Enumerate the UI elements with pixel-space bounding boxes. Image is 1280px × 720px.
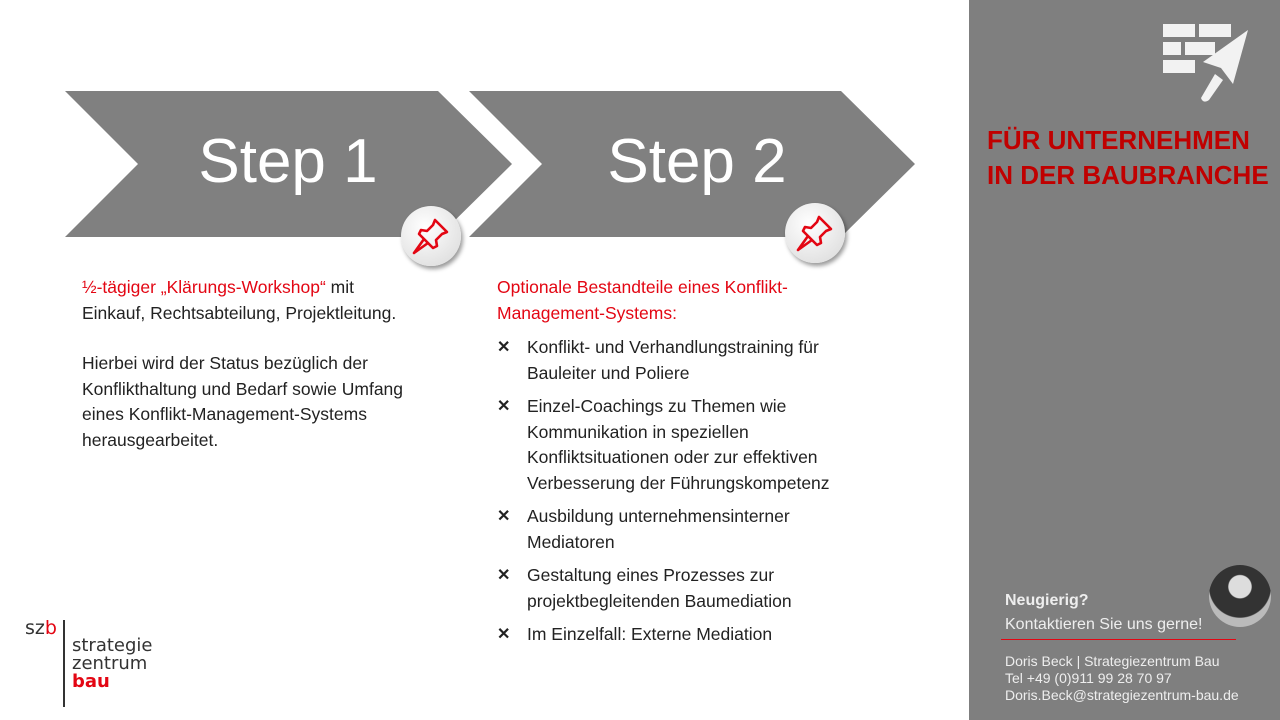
list-item: ✕Im Einzelfall: Externe Mediation [497, 622, 857, 648]
contact-email[interactable]: Doris.Beck@strategiezentrum-bau.de [1005, 687, 1239, 703]
cta-title: Neugierig? [1005, 592, 1089, 609]
step-1-text: ½-tägiger „Klärungs-Workshop“ mit Einkau… [82, 275, 422, 453]
step-2-label: Step 2 [607, 127, 787, 196]
logo-line-3: bau [72, 671, 110, 692]
pushpin-icon [401, 206, 461, 266]
list-item: ✕Ausbildung unternehmensinterner Mediato… [497, 506, 790, 552]
step-1-body: Hierbei wird der Status bezüglich der Ko… [82, 353, 404, 450]
tools-bullet-icon: ✕ [497, 508, 511, 525]
step-2-title: Optionale Bestandteile eines Konflikt-Ma… [497, 277, 788, 323]
list-item: ✕Konflikt- und Verhandlungstraining für … [497, 337, 819, 383]
tools-bullet-icon: ✕ [497, 626, 511, 643]
contact-name: Doris Beck | Strategiezentrum Bau [1005, 653, 1220, 669]
cta-text: Kontaktieren Sie uns gerne! [1005, 616, 1203, 633]
contact-info: Doris Beck | Strategiezentrum Bau Tel +4… [1005, 653, 1239, 704]
divider [1001, 639, 1236, 640]
chevron-step-2 [469, 91, 915, 237]
step-1-label: Step 1 [198, 127, 378, 196]
logo-line-1: strategie [72, 635, 153, 656]
tools-bullet-icon: ✕ [497, 339, 511, 356]
tools-bullet-icon: ✕ [497, 567, 511, 584]
logo-short: szb [25, 617, 57, 639]
szb-logo: szb strategie zentrum bau [25, 617, 153, 707]
avatar [1209, 565, 1271, 627]
contact-phone[interactable]: Tel +49 (0)911 99 28 70 97 [1005, 670, 1172, 686]
pushpin-icon [785, 203, 845, 263]
chevron-step-1 [65, 91, 512, 237]
brick-trowel-icon [1163, 24, 1248, 102]
step-2-text: Optionale Bestandteile eines Konflikt-Ma… [497, 275, 857, 656]
logo-line-2: zentrum [72, 653, 148, 674]
step-1-title: ½-tägiger „Klärungs-Workshop“ [82, 277, 326, 297]
process-chevrons [65, 91, 915, 237]
tools-bullet-icon: ✕ [497, 398, 511, 415]
list-item: ✕Gestaltung eines Prozesses zur projektb… [497, 565, 792, 611]
list-item: ✕Einzel-Coachings zu Themen wie Kommunik… [497, 396, 830, 493]
step-1-title-rest: mit Einkauf, Rechtsabteilung, Projektlei… [82, 277, 397, 323]
